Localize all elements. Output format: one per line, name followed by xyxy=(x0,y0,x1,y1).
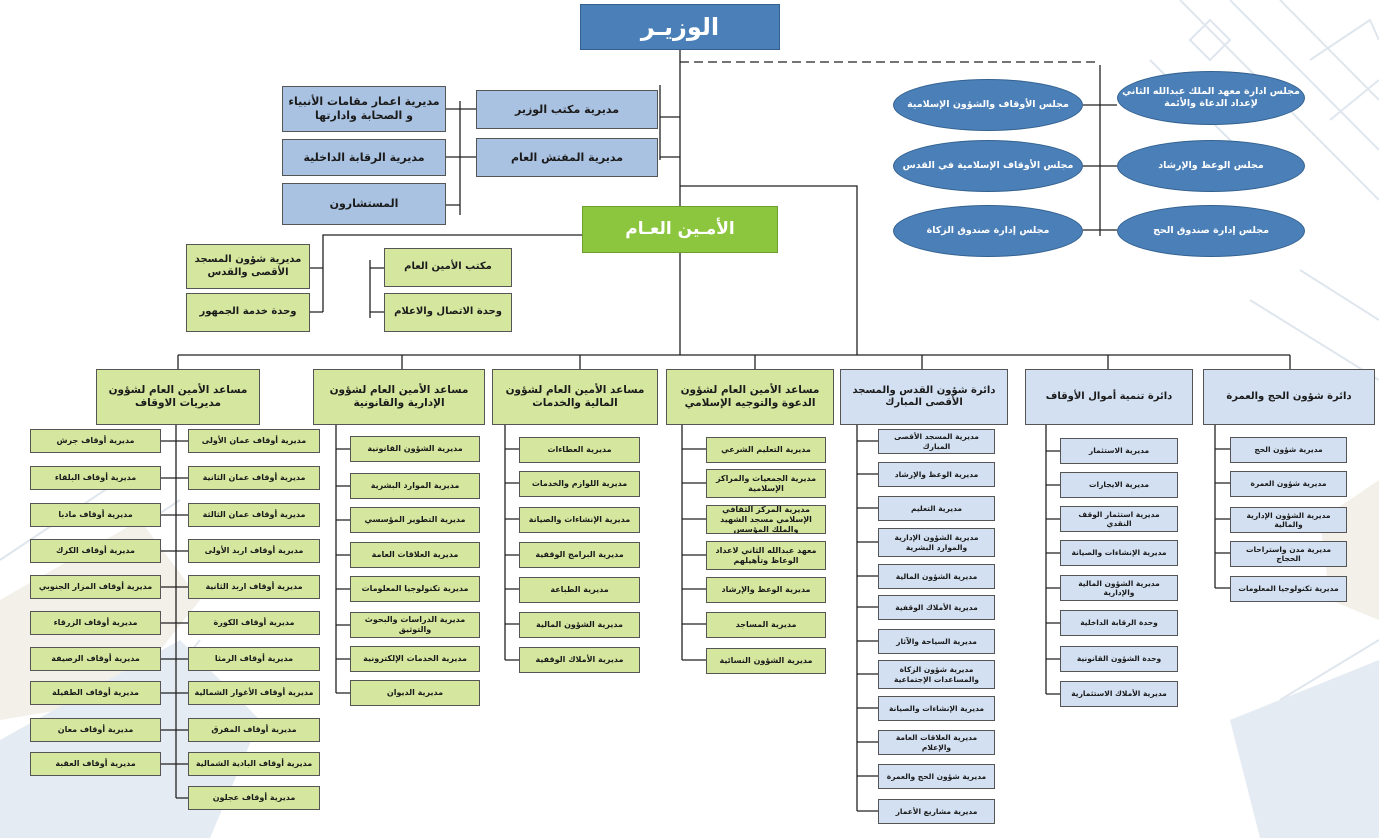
department-item: مديرية الوعظ والإرشاد xyxy=(878,462,995,487)
department-item: مديرية المساجد xyxy=(706,612,826,638)
department-item: مديرية الإنشاءات والصيانة xyxy=(878,696,995,721)
department-item: مديرية العلاقات العامة والإعلام xyxy=(878,730,995,755)
column-header: دائرة شؤون القدس والمسجد الأقصى المبارك xyxy=(840,369,1008,425)
department-item: مديرية الأملاك الوقفية xyxy=(878,595,995,620)
department-item: مديرية الأملاك الاستثمارية xyxy=(1060,681,1178,707)
department-item: مديرية الشؤون الإدارية والموارد البشرية xyxy=(878,528,995,557)
column-header: مساعد الأمين العام لشؤون الدعوة والتوجيه… xyxy=(666,369,834,425)
department-item: مديرية البرامج الوقفية xyxy=(519,542,640,568)
department-item: مديرية أوقاف مادبا xyxy=(30,503,161,527)
department-item: مديرية أوقاف اربد الأولى xyxy=(188,539,320,563)
department-item: مديرية أوقاف الرمثا xyxy=(188,647,320,671)
department-item: مديرية أوقاف الأغوار الشمالية xyxy=(188,681,320,705)
department-item: مديرية أوقاف البادية الشمالية xyxy=(188,752,320,776)
department-item: مديرية شؤون العمرة xyxy=(1230,471,1347,497)
department-item: مديرية أوقاف الرصيفة xyxy=(30,647,161,671)
council-ellipse: مجلس الوعظ والإرشاد xyxy=(1117,140,1305,192)
column-header: دائرة شؤون الحج والعمرة xyxy=(1203,369,1375,425)
department-item: مديرية أوقاف الكرك xyxy=(30,539,161,563)
minister-box: الوزيـر xyxy=(580,4,780,50)
department-item: مديرية الايجارات xyxy=(1060,472,1178,498)
aqsa-affairs-box: مديرية شؤون المسجد الأقصى والقدس xyxy=(186,244,310,289)
department-item: مديرية أوقاف الزرقاء xyxy=(30,611,161,635)
department-item: مديرية الاستثمار xyxy=(1060,438,1178,464)
council-ellipse: مجلس الأوقاف الإسلامية في القدس xyxy=(893,140,1083,192)
sg-office-box: مكتب الأمين العام xyxy=(384,248,512,287)
department-item: معهد عبدالله الثاني لاعداد الوعاظ وتأهيل… xyxy=(706,541,826,570)
internal-audit-box: مديرية الرقابة الداخلية xyxy=(282,139,446,176)
department-item: وحدة الرقابة الداخلية xyxy=(1060,610,1178,636)
department-item: مديرية الإنشاءات والصيانة xyxy=(519,507,640,533)
department-item: مديرية أوقاف الطفيلة xyxy=(30,681,161,705)
department-item: مديرية أوقاف معان xyxy=(30,718,161,742)
prophets-shrines-box: مديرية اعمار مقامات الأنبياء و الصحابة و… xyxy=(282,86,446,132)
department-item: مديرية المسجد الأقصى المبارك xyxy=(878,429,995,454)
department-item: مديرية الموارد البشرية xyxy=(350,473,480,499)
department-item: مديرية أوقاف عجلون xyxy=(188,786,320,810)
department-item: مديرية العلاقات العامة xyxy=(350,542,480,568)
department-item: مديرية أوقاف اربد الثانية xyxy=(188,575,320,599)
department-item: مديرية أوقاف العقبة xyxy=(30,752,161,776)
department-item: مديرية أوقاف المزار الجنوبي xyxy=(30,575,161,599)
department-item: مديرية اللوازم والخدمات xyxy=(519,471,640,497)
department-item: مديرية الشؤون المالية xyxy=(878,564,995,589)
department-item: مديرية أوقاف عمان الثالثة xyxy=(188,503,320,527)
council-ellipse: مجلس ادارة معهد الملك عبدالله الثاني لإع… xyxy=(1117,71,1305,125)
advisors-box: المستشارون xyxy=(282,183,446,225)
column-header: مساعد الأمين العام لشؤون الإدارية والقان… xyxy=(313,369,485,425)
secretary-general-box: الأمـين العـام xyxy=(582,206,778,253)
department-item: مديرية شؤون الحج والعمرة xyxy=(878,764,995,789)
minister-office-box: مديرية مكتب الوزير xyxy=(476,90,658,129)
department-item: مديرية استثمار الوقف النقدي xyxy=(1060,506,1178,532)
department-item: مديرية الديوان xyxy=(350,680,480,706)
department-item: مديرية أوقاف جرش xyxy=(30,429,161,453)
department-item: مديرية شؤون الزكاة والمساعدات الإجتماعية xyxy=(878,660,995,689)
department-item: مديرية التطوير المؤسسي xyxy=(350,507,480,533)
council-ellipse: مجلس الأوقاف والشؤون الإسلامية xyxy=(893,79,1083,131)
department-item: مديرية الإنشاءات والصيانة xyxy=(1060,540,1178,566)
department-item: مديرية مدن واستراحات الحجاج xyxy=(1230,541,1347,567)
department-item: مديرية الشؤون النسائية xyxy=(706,648,826,674)
department-item: مديرية العطاءات xyxy=(519,437,640,463)
department-item: مديرية الوعظ والإرشاد xyxy=(706,577,826,603)
department-item: مديرية المركز الثقافي الإسلامي مسجد الشه… xyxy=(706,505,826,534)
department-item: مديرية التعليم الشرعي xyxy=(706,437,826,463)
department-item: مديرية الشؤون المالية والإدارية xyxy=(1060,575,1178,601)
department-item: مديرية التعليم xyxy=(878,496,995,521)
department-item: مديرية مشاريع الأعمار xyxy=(878,799,995,824)
column-header: مساعد الأمين العام لشؤون مديريات الاوقاف xyxy=(96,369,260,425)
department-item: مديرية شؤون الحج xyxy=(1230,437,1347,463)
council-ellipse: مجلس إدارة صندوق الزكاة xyxy=(893,205,1083,257)
department-item: مديرية الشؤون الإدارية والمالية xyxy=(1230,507,1347,533)
department-item: مديرية السياحة والآثار xyxy=(878,629,995,654)
department-item: مديرية أوقاف المفرق xyxy=(188,718,320,742)
department-item: مديرية الجمعيات والمراكز الإسلامية xyxy=(706,469,826,498)
department-item: مديرية أوقاف البلقاء xyxy=(30,466,161,490)
media-unit-box: وحدة الاتصال والاعلام xyxy=(384,293,512,332)
department-item: مديرية الدراسات والبحوث والتوثيق xyxy=(350,612,480,638)
department-item: مديرية الطباعة xyxy=(519,577,640,603)
department-item: مديرية الشؤون القانونية xyxy=(350,436,480,462)
department-item: مديرية أوقاف عمان الثانية xyxy=(188,466,320,490)
column-header: مساعد الأمين العام لشؤون المالية والخدما… xyxy=(492,369,658,425)
department-item: مديرية تكنولوجيا المعلومات xyxy=(350,576,480,602)
department-item: مديرية الأملاك الوقفية xyxy=(519,647,640,673)
department-item: مديرية أوقاف عمان الأولى xyxy=(188,429,320,453)
department-item: مديرية أوقاف الكورة xyxy=(188,611,320,635)
department-item: مديرية تكنولوجيا المعلومات xyxy=(1230,576,1347,602)
council-ellipse: مجلس إدارة صندوق الحج xyxy=(1117,205,1305,257)
department-item: مديرية الخدمات الإلكترونية xyxy=(350,646,480,672)
inspector-general-box: مديرية المفتش العام xyxy=(476,138,658,177)
column-header: دائرة تنمية أموال الأوقاف xyxy=(1025,369,1193,425)
department-item: مديرية الشؤون المالية xyxy=(519,612,640,638)
public-service-box: وحدة خدمة الجمهور xyxy=(186,293,310,332)
department-item: وحدة الشؤون القانونية xyxy=(1060,646,1178,672)
